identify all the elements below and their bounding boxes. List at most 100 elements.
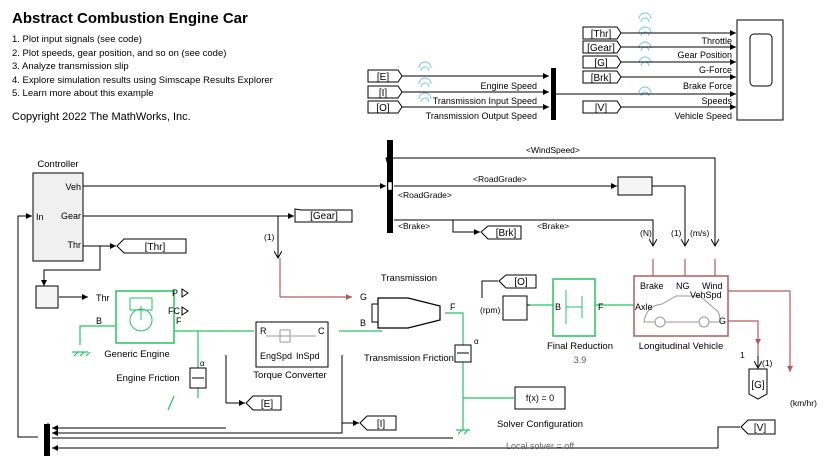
wireless-icon bbox=[638, 12, 652, 97]
port-label: F bbox=[450, 302, 456, 312]
transmission[interactable]: B F bbox=[360, 297, 456, 329]
road-grade-converter[interactable] bbox=[617, 176, 653, 196]
tag-block[interactable] bbox=[294, 208, 353, 223]
block-label: Engine Friction bbox=[116, 373, 179, 384]
mux-bar[interactable] bbox=[551, 68, 556, 120]
goto-tag-v: [V] bbox=[754, 423, 766, 434]
gain-label: 1 bbox=[740, 350, 745, 360]
port-label: Thr bbox=[68, 240, 82, 250]
tag-block[interactable] bbox=[582, 70, 622, 84]
tag-block[interactable] bbox=[740, 419, 776, 435]
step-link[interactable]: 3. Analyze transmission slip bbox=[12, 61, 129, 72]
bus-labels: <WindSpeed> <RoadGrade> <RoadGrade> <Bra… bbox=[398, 145, 580, 231]
final-reduction[interactable]: B F bbox=[552, 278, 604, 337]
tag-block[interactable] bbox=[498, 274, 537, 289]
bus-label: <Brake> bbox=[537, 221, 569, 231]
unit-label: (1) bbox=[671, 228, 682, 238]
tag-block[interactable] bbox=[245, 395, 282, 411]
controller-block[interactable] bbox=[32, 172, 84, 262]
goto-tag-g: [G] bbox=[751, 380, 765, 391]
ps-converter-block[interactable] bbox=[35, 285, 59, 309]
tag-block[interactable] bbox=[116, 238, 187, 254]
vehicle-lines bbox=[279, 258, 793, 372]
port-label: FC bbox=[168, 306, 180, 316]
tag-block[interactable] bbox=[480, 225, 522, 240]
block-label: Generic Engine bbox=[104, 349, 169, 360]
unit-label: (m/s) bbox=[690, 228, 710, 238]
longitudinal-vehicle[interactable]: Brake NG Wind VehSpd Axle G bbox=[633, 275, 729, 337]
port-label: Brake bbox=[640, 281, 664, 291]
tag-block[interactable] bbox=[582, 55, 622, 69]
tag-block[interactable] bbox=[367, 100, 403, 114]
port-arrow bbox=[181, 306, 189, 316]
transmission-friction[interactable]: α bbox=[454, 337, 479, 363]
tag-block[interactable] bbox=[582, 26, 622, 40]
unit-labels: (N) (1) (m/s) (1) (rpm) (km/hr) (1) 1 bbox=[264, 228, 817, 408]
unit-label: (km/hr) bbox=[790, 398, 817, 408]
from-tag-brk: [Brk] bbox=[591, 73, 612, 84]
unit-label: (1) bbox=[762, 358, 773, 368]
port-label: C bbox=[318, 326, 325, 336]
scope-screen-icon bbox=[749, 33, 773, 87]
step-list: 1. Plot input signals (see code) 2. Plot… bbox=[12, 33, 273, 101]
signal-label: Speeds bbox=[701, 96, 732, 106]
port-label: P bbox=[172, 288, 178, 298]
small-blocks: Thr bbox=[35, 176, 653, 321]
port-label: G bbox=[360, 292, 367, 302]
tag-block[interactable] bbox=[367, 69, 403, 83]
signal-label: Brake Force bbox=[683, 81, 732, 91]
controller-title: Controller bbox=[37, 159, 78, 170]
block-label: Transmission bbox=[381, 273, 437, 284]
solver-configuration[interactable]: f(x) = 0 bbox=[514, 386, 566, 410]
tag-block[interactable] bbox=[582, 100, 622, 114]
goto-tag-brk: [Brk] bbox=[496, 228, 517, 239]
port-label: F bbox=[176, 316, 182, 326]
signal-label: Engine Speed bbox=[480, 81, 537, 91]
block-label: Final Reduction bbox=[547, 341, 613, 352]
port-label: R bbox=[260, 326, 267, 336]
goto-tag-thr: [Thr] bbox=[145, 242, 166, 253]
g-output-port: G bbox=[360, 292, 367, 302]
from-tag-g: [G] bbox=[594, 58, 608, 69]
signal-lines bbox=[17, 157, 758, 453]
rpm-sensor-block[interactable] bbox=[502, 295, 528, 321]
step-link[interactable]: 1. Plot input signals (see code) bbox=[12, 34, 142, 45]
port-label: EngSpd bbox=[260, 351, 292, 361]
port-label: NG bbox=[676, 281, 690, 291]
goto-tags: [Gear] [Thr] [Brk] [O] [E] [I] [G] [V] bbox=[116, 208, 776, 435]
bus-selector[interactable] bbox=[387, 140, 393, 233]
step-link[interactable]: 5. Learn more about this example bbox=[12, 88, 154, 99]
port-label: Veh bbox=[65, 182, 81, 192]
header: Abstract Combustion Engine Car 1. Plot i… bbox=[12, 10, 273, 123]
signal-label: Vehicle Speed bbox=[674, 111, 732, 121]
engine-friction[interactable]: α bbox=[189, 359, 207, 389]
tag-block[interactable] bbox=[582, 40, 622, 54]
step-link[interactable]: 4. Explore simulation results using Sims… bbox=[12, 74, 273, 86]
port-label: B bbox=[360, 318, 366, 328]
generic-engine[interactable]: B F P FC bbox=[96, 288, 189, 344]
bus-label: <Brake> bbox=[398, 221, 430, 231]
tag-block[interactable] bbox=[748, 368, 768, 400]
torque-converter[interactable]: R C EngSpd InSpd bbox=[255, 321, 329, 368]
scope-signals-right: [Thr] [Gear] [G] [Brk] [V] Throttle Gear… bbox=[582, 12, 784, 121]
port-label: Gear bbox=[61, 211, 81, 221]
unit-label: (rpm) bbox=[480, 305, 500, 315]
port-arrow bbox=[181, 288, 189, 298]
tag-block[interactable] bbox=[359, 415, 397, 431]
goto-tag-gear: [Gear] bbox=[310, 211, 338, 222]
port-label: α bbox=[474, 337, 479, 346]
goto-tag-o: [O] bbox=[514, 277, 528, 288]
port-label: Axle bbox=[635, 302, 653, 312]
goto-tag-i: [I] bbox=[379, 88, 388, 99]
tag-block[interactable] bbox=[367, 85, 403, 99]
signal-label: Gear Position bbox=[677, 50, 732, 60]
step-link[interactable]: 2. Plot speeds, gear position, and so on… bbox=[12, 47, 227, 59]
port-label: In bbox=[36, 212, 44, 222]
unit-label: (N) bbox=[640, 228, 652, 238]
solver-status: Local solver = off bbox=[506, 441, 575, 451]
model-title: Abstract Combustion Engine Car bbox=[12, 10, 248, 27]
signal-bus-left[interactable] bbox=[44, 424, 50, 456]
from-tag-gear: [Gear] bbox=[587, 43, 615, 54]
goto-tag-o: [O] bbox=[376, 103, 390, 114]
